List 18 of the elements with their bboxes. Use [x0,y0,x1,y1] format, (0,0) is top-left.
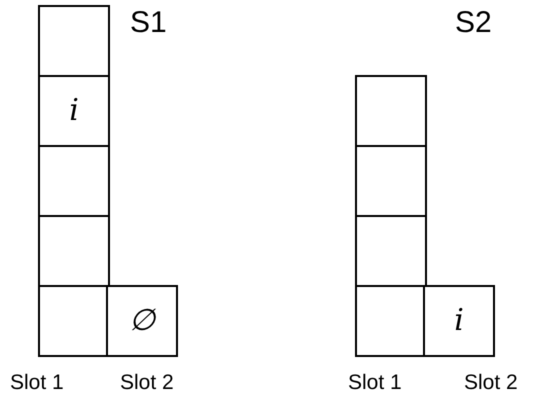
grid-cell [38,5,110,77]
grid-cell [423,285,495,357]
cell-symbol: i [69,96,79,126]
slot-label: Slot 2 [120,372,174,393]
slot-label: Slot 1 [348,372,402,393]
grid-cell [38,145,110,217]
grid-cell [355,215,427,287]
slot-label: Slot 1 [10,372,64,393]
stack-label: S2 [455,8,492,38]
cell-symbol: i [454,306,464,336]
stack-label: S1 [130,8,167,38]
grid-cell [355,75,427,147]
grid-cell [38,215,110,287]
grid-cell [38,75,110,147]
cell-symbol: ∅ [129,306,155,336]
slot-label: Slot 2 [464,372,518,393]
grid-cell [355,145,427,217]
grid-cell [106,285,178,357]
